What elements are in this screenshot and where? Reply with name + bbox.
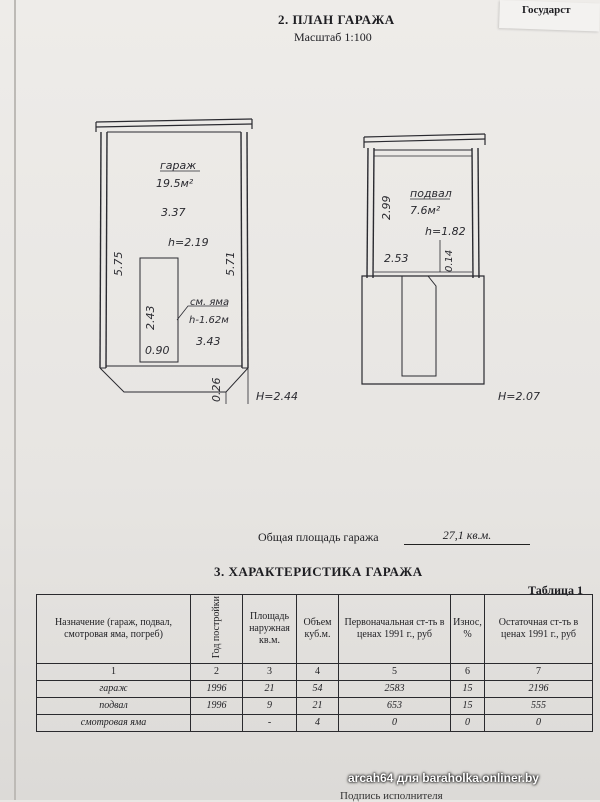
row-year: 1996 bbox=[190, 680, 243, 699]
row-initial-cost: 2583 bbox=[338, 680, 451, 699]
garage-room-area: 19.5м² bbox=[156, 177, 194, 190]
column-number: 2 bbox=[190, 663, 243, 682]
cellar-labels: подвал 7.6м² h=1.82 2.99 2.53 0.14 H=2.0… bbox=[380, 187, 540, 403]
cellar-left-length: 2.99 bbox=[380, 196, 393, 221]
column-number: 6 bbox=[450, 663, 485, 682]
header-year: Год постройки bbox=[190, 593, 243, 665]
table-row: подвал 1996 9 21 653 15 555 bbox=[36, 697, 593, 716]
row-residual-cost: 2196 bbox=[484, 680, 593, 699]
pit-length: 2.43 bbox=[144, 306, 157, 331]
table-row: гараж 1996 21 54 2583 15 2196 bbox=[36, 680, 593, 699]
table-number-row: 1 2 3 4 5 6 7 bbox=[36, 663, 593, 682]
row-year: 1996 bbox=[190, 697, 243, 716]
total-area-label: Общая площадь гаража bbox=[258, 530, 379, 544]
column-number: 3 bbox=[242, 663, 297, 682]
plan-scale: Масштаб 1:100 bbox=[294, 30, 372, 44]
row-area: - bbox=[242, 714, 297, 733]
garage-height: h=2.19 bbox=[168, 236, 209, 249]
garage-outer-height: H=2.44 bbox=[256, 390, 298, 403]
column-number: 5 bbox=[338, 663, 451, 682]
pit-label: см. яма bbox=[190, 297, 229, 308]
cellar-outer-height: H=2.07 bbox=[498, 390, 540, 403]
row-wear: 0 bbox=[450, 714, 485, 733]
garage-width: 3.37 bbox=[161, 206, 186, 219]
table-row: смотровая яма - 4 0 0 0 bbox=[36, 714, 593, 733]
row-wear: 15 bbox=[450, 680, 485, 699]
cellar-small-dimension: 0.14 bbox=[444, 250, 455, 272]
garage-walls bbox=[95, 118, 253, 404]
column-number: 1 bbox=[36, 663, 191, 682]
watermark: arcah64 для baraholka.onliner.by bbox=[348, 771, 539, 785]
cellar-room-name: подвал bbox=[410, 187, 452, 200]
cellar-room-area: 7.6м² bbox=[410, 204, 441, 217]
header-purpose: Назначение (гараж, подвал, смотровая яма… bbox=[36, 593, 191, 665]
row-volume: 54 bbox=[296, 680, 339, 699]
header-initial-cost: Первоначальная ст-ть в ценах 1991 г., ру… bbox=[338, 593, 451, 665]
corner-document-text: Государст bbox=[522, 4, 571, 16]
row-purpose: подвал bbox=[36, 697, 191, 716]
garage-room-name: гараж bbox=[160, 159, 196, 172]
section2-title: 2. ПЛАН ГАРАЖА bbox=[278, 12, 395, 27]
table-header-row: Назначение (гараж, подвал, смотровая яма… bbox=[36, 593, 593, 665]
row-initial-cost: 653 bbox=[338, 697, 451, 716]
floor-plan-drawing: гараж 19.5м² 3.37 h=2.19 5.75 5.71 2.43 … bbox=[95, 118, 540, 404]
cellar-height: h=1.82 bbox=[425, 225, 466, 238]
garage-characteristics-table: Назначение (гараж, подвал, смотровая яма… bbox=[36, 593, 593, 733]
column-number: 7 bbox=[484, 663, 593, 682]
section3-title: 3. ХАРАКТЕРИСТИКА ГАРАЖА bbox=[214, 564, 423, 579]
garage-bottom-width: 3.43 bbox=[196, 335, 221, 348]
cellar-walls bbox=[361, 133, 486, 385]
row-purpose: смотровая яма bbox=[36, 714, 191, 733]
row-area: 9 bbox=[242, 697, 297, 716]
row-residual-cost: 0 bbox=[484, 714, 593, 733]
garage-right-length: 5.71 bbox=[224, 252, 237, 277]
garage-wall-thickness: 0.26 bbox=[210, 378, 223, 403]
row-volume: 4 bbox=[296, 714, 339, 733]
garage-labels: гараж 19.5м² 3.37 h=2.19 5.75 5.71 2.43 … bbox=[112, 159, 298, 403]
total-area-value: 27,1 кв.м. bbox=[404, 528, 530, 545]
column-number: 4 bbox=[296, 663, 339, 682]
pit-height: h-1.62м bbox=[189, 315, 229, 326]
row-year bbox=[190, 714, 243, 733]
row-initial-cost: 0 bbox=[338, 714, 451, 733]
row-wear: 15 bbox=[450, 697, 485, 716]
header-residual-cost: Остаточная ст-ть в ценах 1991 г., руб bbox=[484, 593, 593, 665]
table-label: Таблица 1 bbox=[528, 583, 583, 597]
header-area: Площадь наружная кв.м. bbox=[242, 593, 297, 665]
garage-left-length: 5.75 bbox=[112, 252, 125, 277]
header-volume: Объем куб.м. bbox=[296, 593, 339, 665]
header-wear: Износ, % bbox=[450, 593, 485, 665]
row-area: 21 bbox=[242, 680, 297, 699]
header-year-text: Год постройки bbox=[210, 596, 222, 659]
pit-width: 0.90 bbox=[145, 344, 170, 357]
row-residual-cost: 555 bbox=[484, 697, 593, 716]
page-edge bbox=[14, 0, 16, 800]
signature-line-label: Подпись исполнителя bbox=[340, 790, 443, 802]
cellar-width: 2.53 bbox=[384, 252, 409, 265]
row-purpose: гараж bbox=[36, 680, 191, 699]
row-volume: 21 bbox=[296, 697, 339, 716]
